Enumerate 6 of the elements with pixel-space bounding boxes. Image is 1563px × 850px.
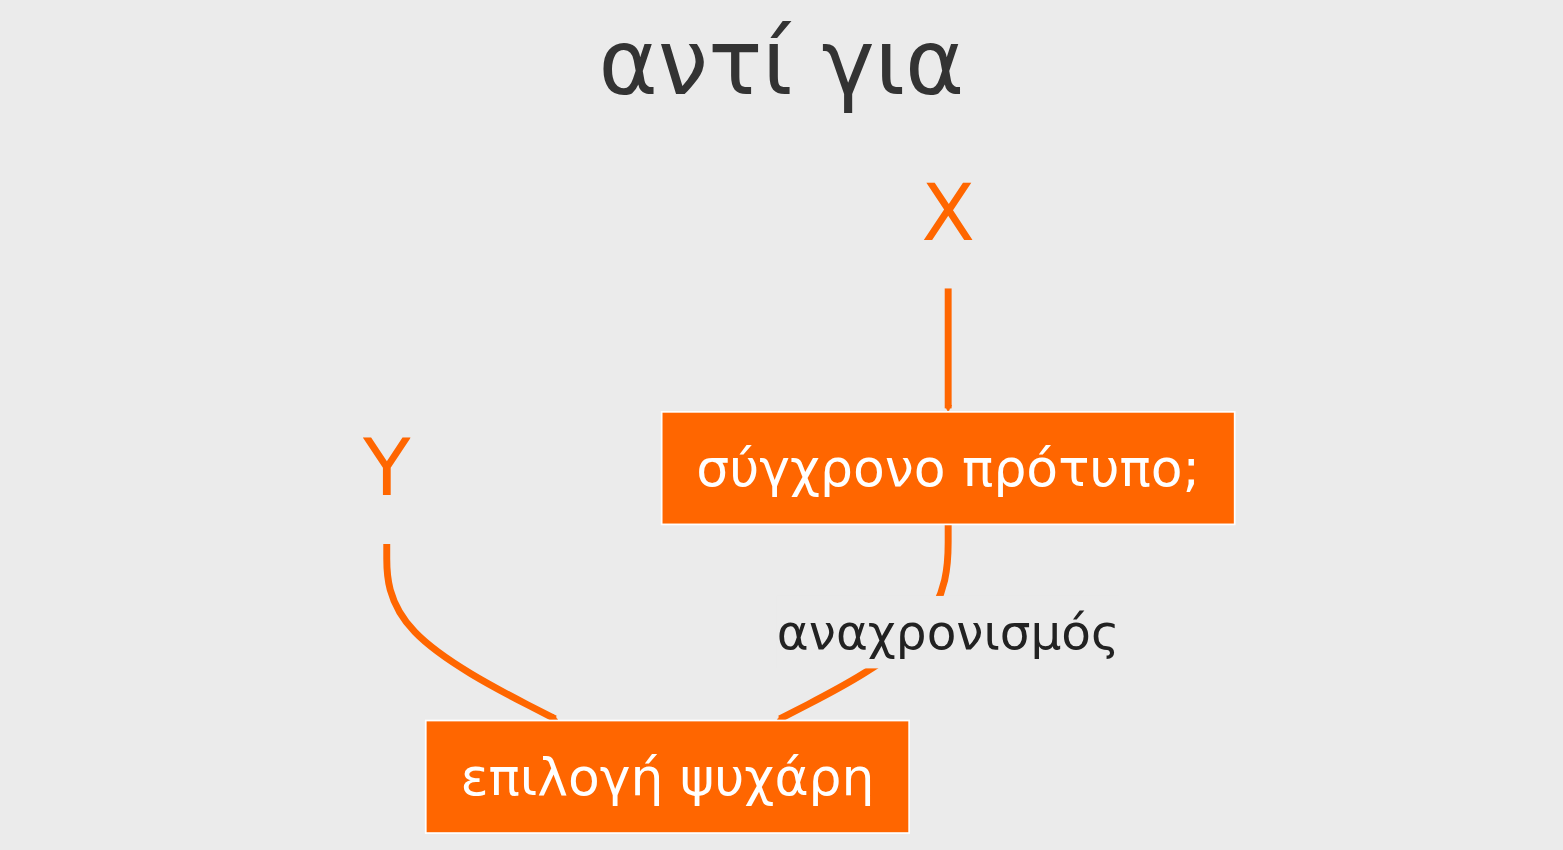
node-box: σύγχρονο πρότυπο; (660, 410, 1236, 526)
edge-label: αναχρονισμός (776, 603, 1120, 660)
title-text: αντί για (598, 10, 965, 115)
node-text: Χ (921, 167, 975, 259)
arrow (383, 543, 559, 722)
node-box: επιλογή ψυχάρη (424, 719, 911, 834)
